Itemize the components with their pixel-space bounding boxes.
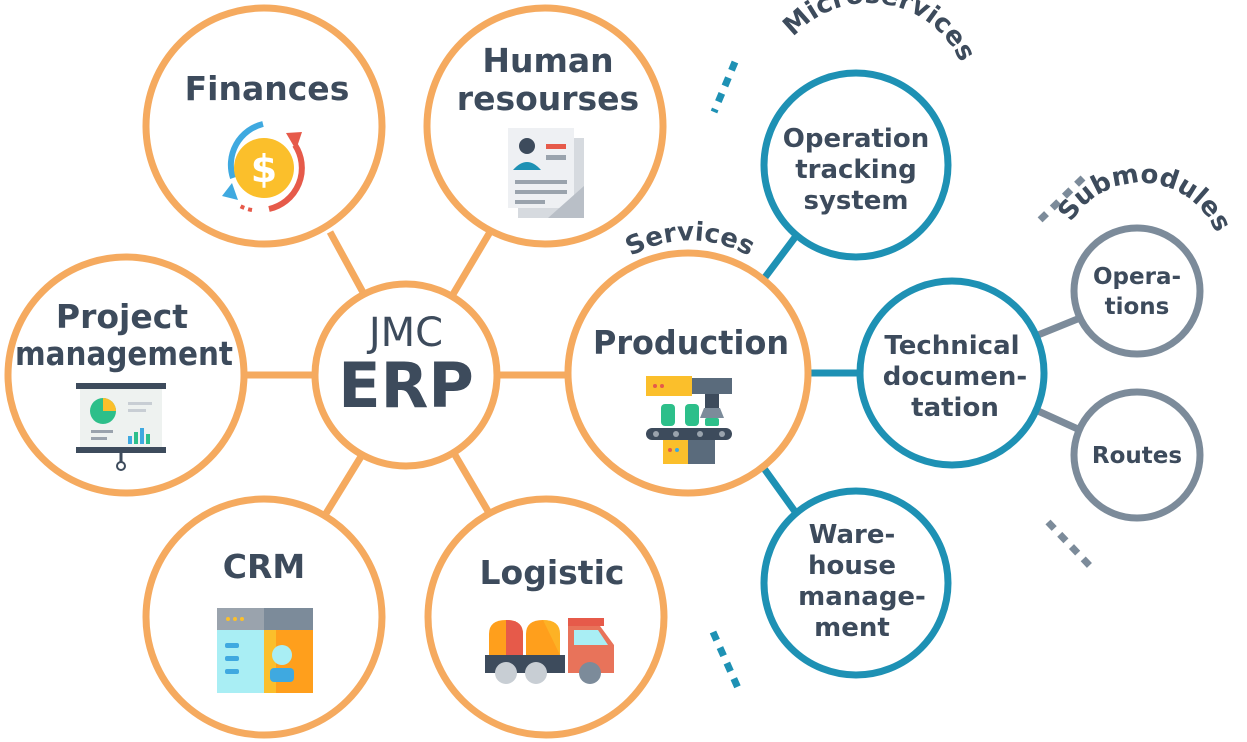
operation-tracking-label-3: system [803, 186, 908, 216]
production-label: Production [593, 323, 789, 362]
warehouse-label-2: house [808, 551, 896, 581]
warehouse-label-1: Ware- [809, 520, 896, 550]
presentation-chart-icon [76, 383, 166, 471]
technical-documentation-circle [856, 277, 1048, 469]
operations-circle [1070, 224, 1204, 358]
resume-icon [508, 128, 584, 218]
truck-icon [485, 618, 614, 684]
logistic-label: Logistic [480, 553, 625, 592]
project-management-label-1: Project [56, 297, 188, 336]
orange-connectors [246, 230, 568, 522]
dollar-cycle-icon: $ [222, 121, 305, 212]
submodule-ellipsis-marks [1037, 175, 1093, 569]
crm-label: CRM [223, 547, 305, 586]
blue-connectors [760, 233, 864, 516]
routes-label: Routes [1092, 443, 1182, 469]
operations-label-2: tions [1105, 294, 1170, 320]
operations-label-1: Opera- [1093, 264, 1181, 290]
microservice-ellipsis-marks [709, 60, 742, 690]
operation-tracking-label-1: Operation [783, 124, 929, 154]
core-title-line1: JMC [366, 310, 443, 356]
technical-documentation-label-1: Technical [884, 331, 1019, 361]
core-circle [311, 280, 501, 470]
finances-circle [142, 4, 386, 248]
human-resources-label-1: Human [482, 41, 613, 80]
project-management-circle [4, 253, 248, 497]
conveyor-robot-icon [646, 376, 732, 464]
operation-tracking-circle [760, 69, 952, 261]
microservices-arc-label: Microservices [777, 0, 981, 66]
crm-window-icon [217, 608, 313, 693]
operation-tracking-label-2: tracking [795, 155, 917, 185]
human-resources-label-2: resourses [457, 79, 639, 118]
core-title-line2: ERP [338, 349, 474, 422]
production-circle [564, 249, 812, 497]
technical-documentation-label-3: tation [911, 393, 999, 423]
submodules-arc-label: Submodules [1052, 159, 1237, 236]
warehouse-label-4: ment [814, 613, 890, 643]
technical-documentation-label-2: documen- [883, 362, 1027, 392]
logistic-circle [424, 495, 668, 739]
finances-label: Finances [185, 69, 350, 108]
svg-text:$: $ [251, 147, 277, 191]
grey-connectors [1036, 314, 1082, 434]
project-management-label-2: management [15, 334, 233, 373]
warehouse-label-3: manage- [798, 582, 926, 612]
warehouse-management-circle [760, 487, 952, 679]
human-resources-circle [423, 4, 667, 248]
routes-circle [1070, 388, 1204, 522]
